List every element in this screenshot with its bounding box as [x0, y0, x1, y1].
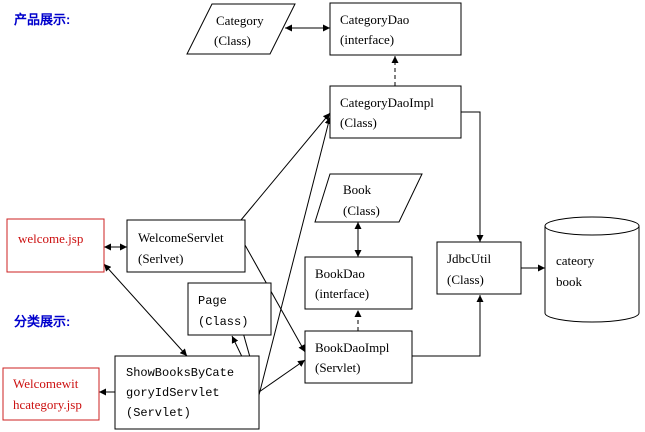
svg-text:(Class): (Class) — [198, 315, 248, 329]
book-dao-impl-node: BookDaoImpl (Servlet) — [304, 330, 413, 384]
edge-welcome-servlet-to-book-dao-impl — [244, 244, 306, 353]
category-dao-interface-node: CategoryDao (interface) — [329, 2, 462, 56]
svg-text:CategoryDaoImpl: CategoryDaoImpl — [340, 95, 434, 110]
svg-text:WelcomeServlet: WelcomeServlet — [138, 230, 224, 245]
svg-text:(Servlet): (Servlet) — [315, 360, 360, 375]
svg-text:ShowBooksByCate: ShowBooksByCate — [126, 366, 234, 380]
edge-category-dao-impl-to-jdbc — [461, 111, 484, 242]
svg-text:(interface): (interface) — [315, 286, 369, 301]
edge-welcome-servlet-to-category-dao-impl — [240, 112, 331, 221]
svg-text:(interface): (interface) — [340, 32, 394, 47]
book-dao-interface-node: BookDao (interface) — [304, 256, 413, 310]
edge-show-books-to-category-dao-impl — [258, 116, 332, 396]
show-books-by-category-servlet-node: ShowBooksByCate goryIdServlet (Servlet) — [114, 355, 260, 430]
book-class-node: Book (Class) — [314, 173, 423, 223]
database-cylinder-node: cateory book — [544, 216, 640, 323]
welcome-jsp-node: welcome.jsp — [6, 218, 105, 273]
category-dao-impl-node: CategoryDaoImpl (Class) — [329, 85, 462, 139]
svg-text:cateory: cateory — [556, 253, 595, 268]
svg-text:CategoryDao: CategoryDao — [340, 12, 409, 27]
svg-text:(Class): (Class) — [343, 203, 380, 218]
svg-text:BookDaoImpl: BookDaoImpl — [315, 340, 390, 355]
svg-text:(Class): (Class) — [340, 115, 377, 130]
page-class-node: Page (Class) — [187, 282, 272, 336]
edge-show-books-to-book-dao-impl — [258, 359, 306, 393]
svg-text:book: book — [556, 274, 583, 289]
svg-text:Welcomewit: Welcomewit — [13, 376, 79, 391]
svg-text:Book: Book — [343, 182, 372, 197]
svg-text:(Serlvet): (Serlvet) — [138, 251, 183, 266]
jdbc-util-node: JdbcUtil (Class) — [436, 241, 522, 295]
svg-text:Category: Category — [216, 13, 264, 28]
svg-text:goryIdServlet: goryIdServlet — [126, 386, 220, 400]
edge-welcome-jsp-to-show-books-servlet — [103, 263, 188, 357]
section-label-category: 分类展示: — [14, 314, 70, 329]
edge-book-dao-impl-to-jdbc — [412, 295, 484, 357]
svg-text:JdbcUtil: JdbcUtil — [447, 251, 491, 266]
svg-text:(Class): (Class) — [214, 33, 251, 48]
svg-text:hcategory.jsp: hcategory.jsp — [13, 397, 82, 412]
section-label-product: 产品展示: — [14, 12, 70, 27]
welcome-servlet-node: WelcomeServlet (Serlvet) — [126, 219, 246, 273]
svg-text:welcome.jsp: welcome.jsp — [18, 231, 83, 246]
svg-text:Page: Page — [198, 294, 227, 308]
category-class-node: Category (Class) — [186, 3, 296, 55]
svg-text:(Class): (Class) — [447, 272, 484, 287]
svg-text:BookDao: BookDao — [315, 266, 365, 281]
welcome-with-category-jsp-node: Welcomewit hcategory.jsp — [2, 367, 100, 421]
svg-text:(Servlet): (Servlet) — [126, 406, 191, 420]
